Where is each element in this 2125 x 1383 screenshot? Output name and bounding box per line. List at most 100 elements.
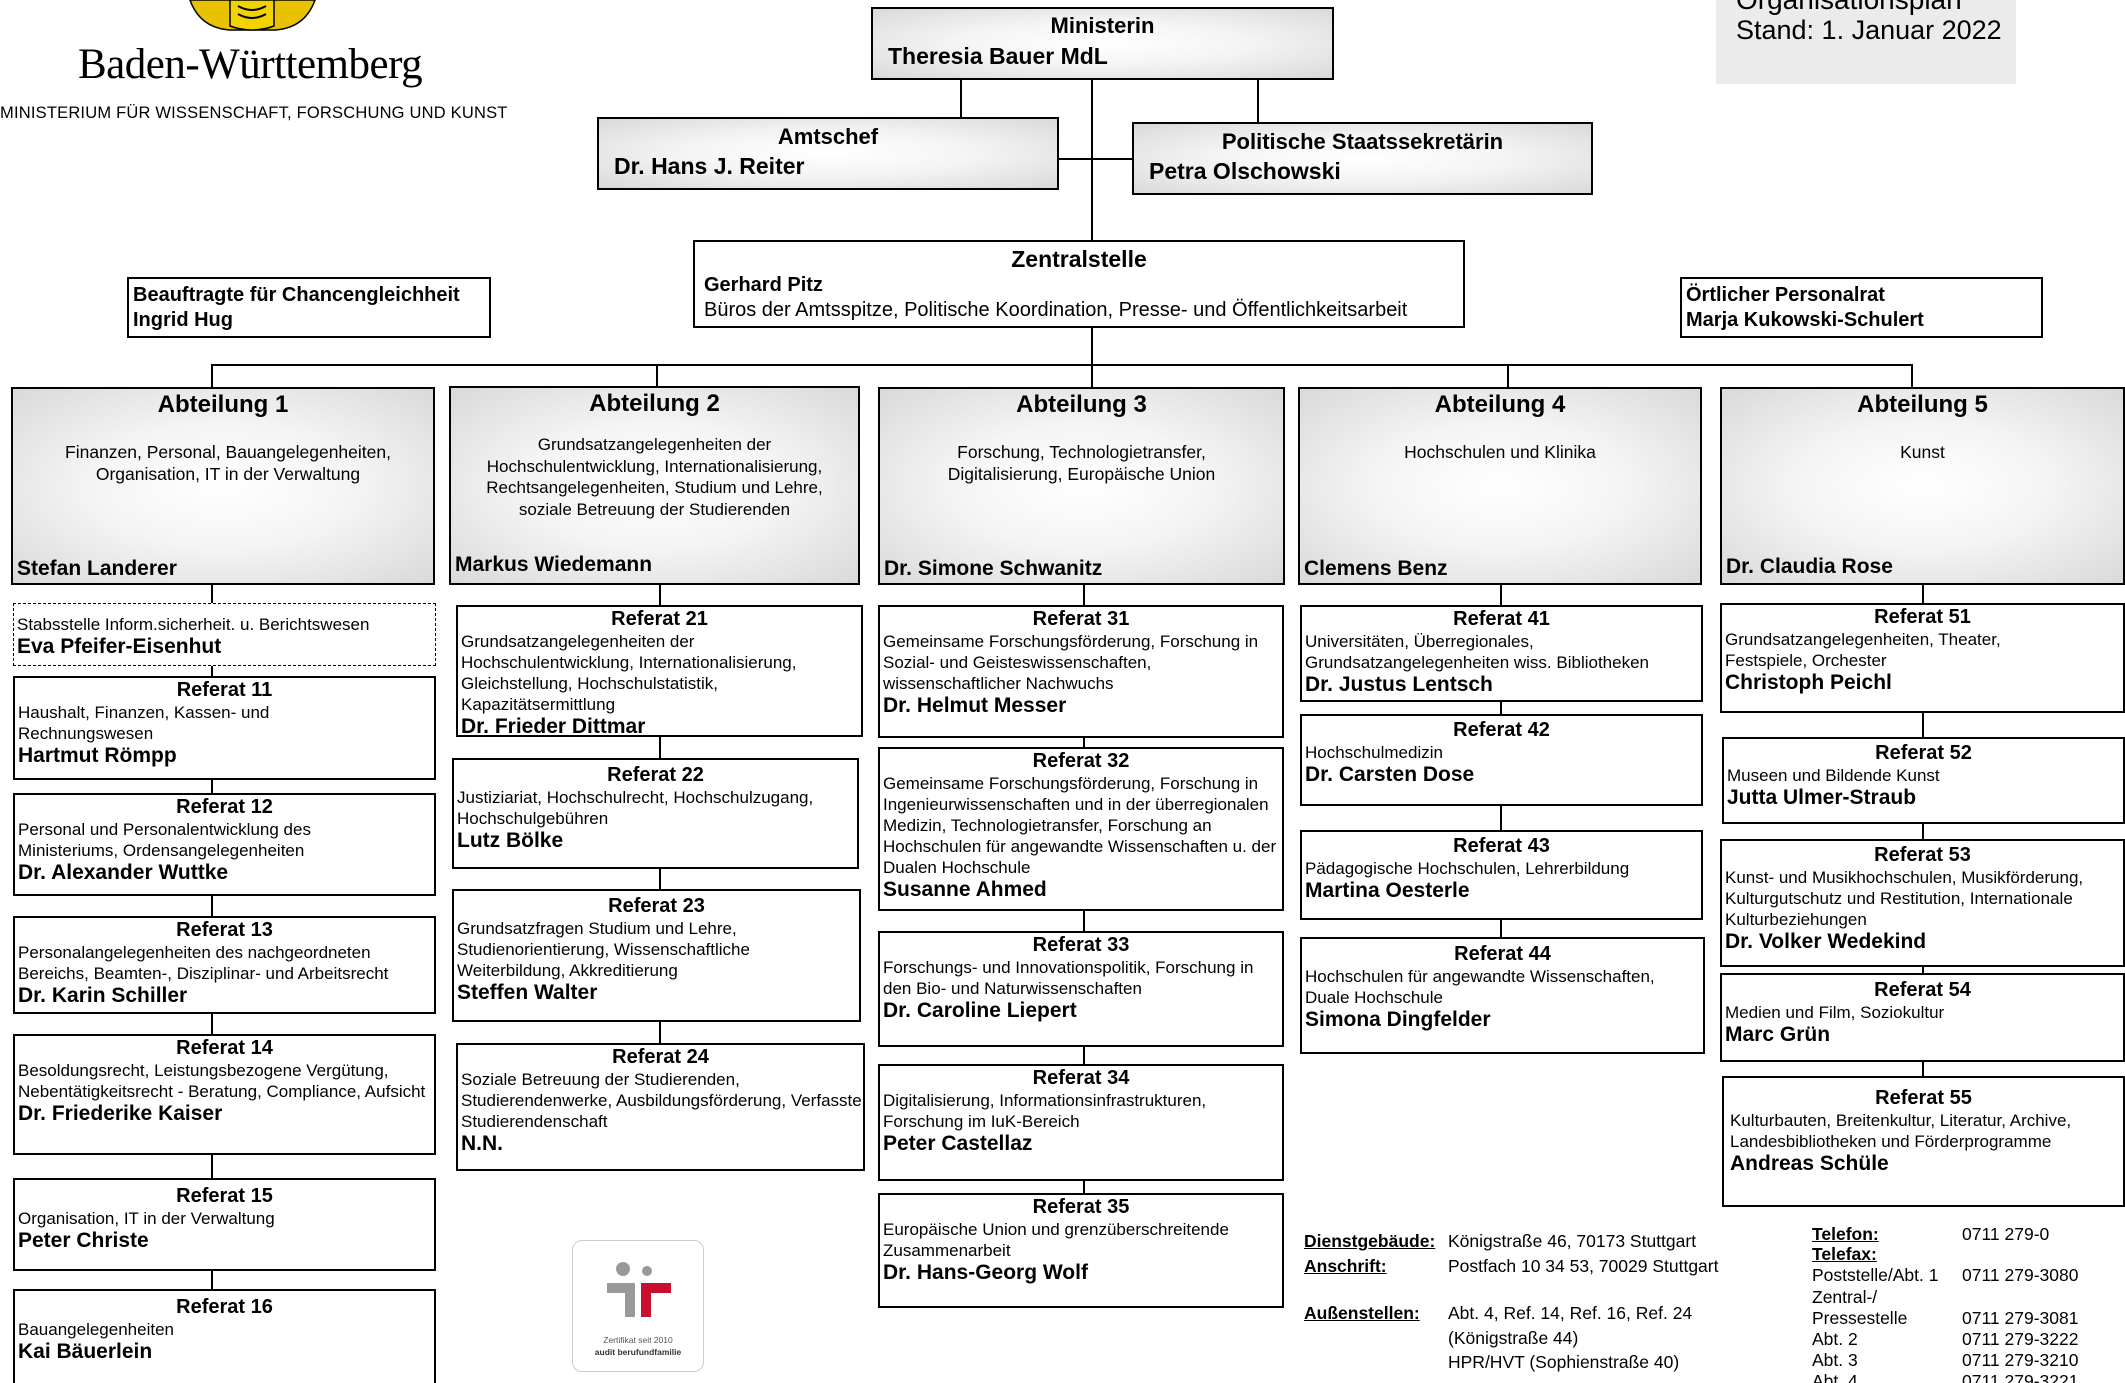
connector-line [960,80,962,122]
referat-35: Referat 35 Europäische Union und grenzüb… [878,1193,1284,1308]
referat-43: Referat 43 Pädagogische Hochschulen, Leh… [1300,830,1703,920]
referat-53: Referat 53 Kunst- und Musikhochschulen, … [1720,839,2125,967]
referat-title: Referat 34 [1032,1067,1130,1089]
dienstgebaeude-label: Dienstgebäude: [1304,1231,1436,1251]
state-name: Baden-Württemberg [78,41,423,88]
referat-title: Referat 16 [176,1296,273,1318]
department-desc: Hochschulen und Klinika [1404,442,1596,462]
department-desc: Grundsatzangelegenheiten der Hochschulen… [486,435,823,519]
referat-head: Lutz Bölke [457,829,564,852]
department-3: Abteilung 3 Forschung, Technologietransf… [878,387,1285,585]
referat-title: Referat 12 [176,796,273,818]
referat-title: Referat 23 [608,895,705,917]
audit-logo-icon [607,1262,671,1317]
connector-line [211,364,213,388]
fax-row-label: Abt. 4 [1812,1371,1858,1383]
referat-head: Dr. Frieder Dittmar [461,715,646,738]
referat-desc: Hochschulen für angewandte Wissenschafte… [1305,967,1655,1007]
referat-desc: Kunst- und Musikhochschulen, Musikförder… [1725,868,2084,929]
amtschef-title: Amtschef [777,124,879,149]
referat-desc: Kulturbauten, Breitenkultur, Literatur, … [1730,1111,2072,1151]
referat-head: Dr. Alexander Wuttke [18,861,229,884]
department-desc: Forschung, Technologietransfer, Digitali… [947,442,1216,484]
referat-desc: Organisation, IT in der Verwaltung [18,1209,275,1228]
stabsstelle-desc: Stabsstelle Inform.sicherheit. u. Berich… [17,615,370,634]
referat-head: Marc Grün [1725,1023,1831,1046]
referat-head: Simona Dingfelder [1305,1008,1491,1031]
referat-desc: Haushalt, Finanzen, Kassen- und Rechnung… [18,703,270,743]
referat-desc: Pädagogische Hochschulen, Lehrerbildung [1305,859,1630,878]
department-title: Abteilung 2 [589,390,720,417]
aussenstellen-label: Außenstellen: [1304,1303,1420,1323]
referat-title: Referat 21 [611,608,708,630]
telefon-label: Telefon: [1812,1224,1879,1244]
state-secretary-name: Petra Olschowski [1149,158,1341,184]
referat-title: Referat 11 [176,679,273,701]
stabsstelle-head: Eva Pfeifer-Eisenhut [17,635,222,658]
referat-title: Referat 13 [176,919,273,941]
referat-desc: Universitäten, Überregionales, Grundsatz… [1305,632,1650,672]
department-head: Markus Wiedemann [455,553,653,576]
fax-row-label: Abt. 3 [1812,1350,1858,1370]
referat-head: Susanne Ahmed [883,878,1047,901]
referat-23: Referat 23 Grundsatzfragen Studium und L… [452,889,861,1022]
referat-head: N.N. [461,1132,503,1155]
referat-desc: Besoldungsrecht, Leistungsbezogene Vergü… [18,1061,426,1101]
anschrift-value: Postfach 10 34 53, 70029 Stuttgart [1448,1256,1719,1276]
certificate-line1: Zertifikat seit 2010 [603,1335,673,1345]
department-head: Stefan Landerer [17,557,177,580]
department-head: Dr. Claudia Rose [1726,555,1893,578]
referat-head: Dr. Justus Lentsch [1305,673,1493,696]
stand-date: Stand: 1. Januar 2022 [1736,15,2002,45]
department-2: Abteilung 2 Grundsatzangelegenheiten der… [449,386,860,585]
department-head: Dr. Simone Schwanitz [884,557,1103,580]
referat-head: Martina Oesterle [1305,879,1470,902]
referat-title: Referat 41 [1453,608,1550,630]
referat-title: Referat 15 [176,1185,273,1207]
department-title: Abteilung 3 [1016,391,1147,418]
connector-line [1091,80,1093,240]
amtschef-name: Dr. Hans J. Reiter [614,153,805,179]
referat-desc: Personal und Personalentwicklung des Min… [18,820,311,860]
referat-title: Referat 24 [612,1046,709,1068]
referat-title: Referat 52 [1875,742,1972,764]
referat-12: Referat 12 Personal und Personalentwickl… [13,793,436,896]
fax-row-number: 0711 279-3222 [1962,1329,2079,1349]
staff-council-title: Örtlicher Personalrat [1686,284,1885,306]
referat-title: Referat 14 [176,1037,273,1059]
referat-31: Referat 31 Gemeinsame Forschungsförderun… [878,605,1284,738]
fax-row-label: Poststelle/Abt. 1 [1812,1265,1939,1285]
referat-desc: Grundsatzfragen Studium und Lehre, Studi… [457,919,750,980]
referat-15: Referat 15 Organisation, IT in der Verwa… [13,1178,436,1271]
referat-head: Dr. Karin Schiller [18,984,188,1007]
referat-title: Referat 51 [1874,606,1971,628]
zentralstelle-name: Gerhard Pitz [704,274,823,296]
referat-head: Christoph Peichl [1725,671,1892,694]
referat-title: Referat 35 [1032,1196,1130,1218]
audit-certificate: Zertifikat seit 2010 audit berufundfamil… [572,1240,704,1372]
stabsstelle-box: Stabsstelle Inform.sicherheit. u. Berich… [13,603,436,666]
referat-head: Peter Christe [18,1229,149,1252]
department-title: Abteilung 5 [1857,391,1988,418]
referat-head: Dr. Caroline Liepert [883,999,1077,1022]
minister-name: Theresia Bauer MdL [888,43,1108,69]
ministry-name: MINISTERIUM FÜR WISSENSCHAFT, FORSCHUNG … [0,104,508,122]
referat-52: Referat 52 Museen und Bildende Kunst Jut… [1722,737,2125,824]
fax-row-label: Abt. 2 [1812,1329,1858,1349]
equality-name: Ingrid Hug [133,309,233,331]
aussenstellen-line: HPR/HVT (Sophienstraße 40) [1448,1352,1680,1372]
referat-desc: Forschungs- und Innovationspolitik, Fors… [883,958,1254,998]
connector-line [1911,364,1913,388]
referat-desc: Digitalisierung, Informationsinfrastrukt… [883,1091,1207,1131]
referat-21: Referat 21 Grundsatzangelegenheiten der … [456,605,863,738]
fax-row-label: Pressestelle [1812,1308,1908,1328]
referat-title: Referat 54 [1874,979,1971,1001]
connector-line [1091,328,1093,388]
referat-head: Dr. Helmut Messer [883,694,1067,717]
zentralstelle-box: Zentralstelle Gerhard Pitz Büros der Amt… [693,240,1465,328]
referat-title: Referat 55 [1875,1087,1972,1109]
connector-line [1922,585,1924,1087]
department-head: Clemens Benz [1304,557,1448,580]
connector-line [1257,80,1259,122]
referat-44: Referat 44 Hochschulen für angewandte Wi… [1300,937,1705,1054]
